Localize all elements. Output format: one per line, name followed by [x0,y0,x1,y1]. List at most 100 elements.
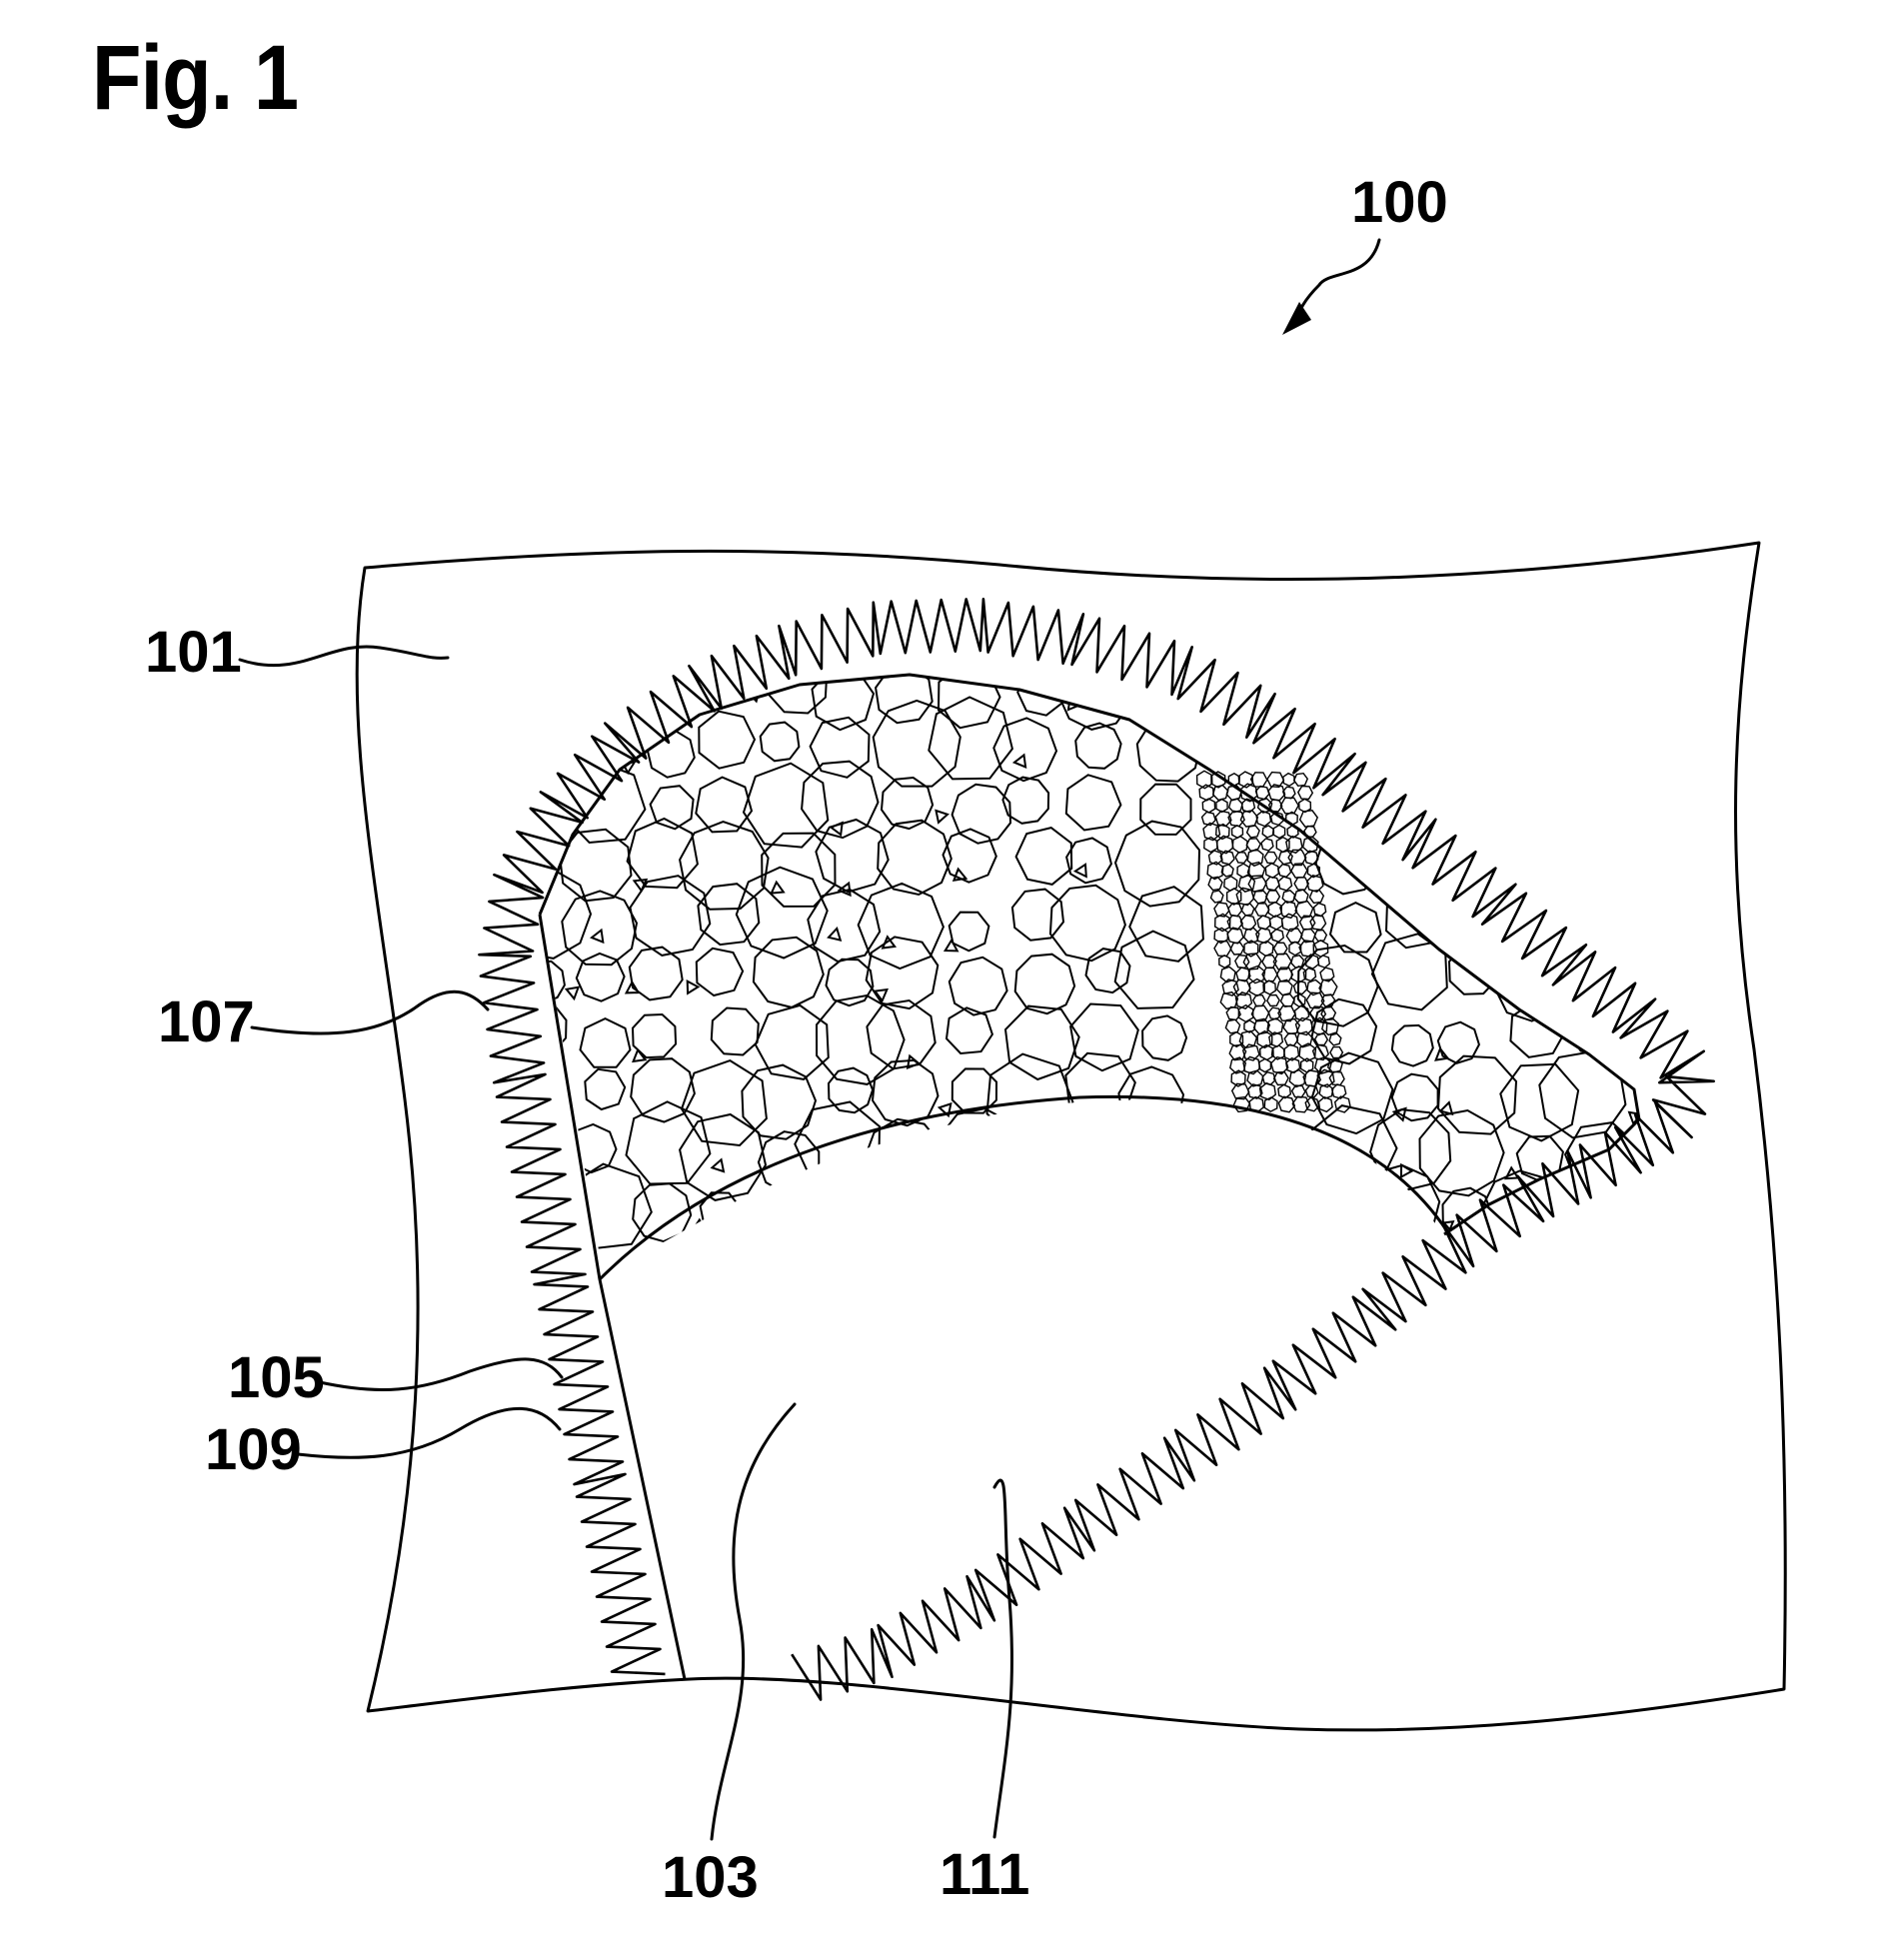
pore-cell [566,1162,653,1250]
fine-pore-cell [1247,875,1267,893]
pore-cell-small [1442,817,1457,833]
pore-cell-small [691,1217,707,1232]
pore-cell [540,1163,585,1245]
fine-pore-cell [1229,942,1245,956]
pore-cell [1314,830,1379,896]
pore-cell [769,1190,815,1236]
pore-cell [948,911,990,953]
fine-pore-cell [1220,864,1234,878]
fine-pore-cell [1272,942,1288,956]
fine-pore-cell [1207,876,1223,892]
pore-cell [1055,1111,1140,1197]
fine-pore-cell [1284,811,1298,827]
pore-cell [1429,714,1507,792]
fine-pore-cell [1321,1016,1340,1036]
lead-111 [992,1478,1013,1839]
fine-pore-cell [1309,1005,1327,1021]
pore-cell [754,1003,830,1080]
pore-cell [561,890,639,967]
fine-pore-cell [1285,1056,1301,1074]
pore-cell [880,776,935,831]
fine-pore-cell [1283,1032,1299,1046]
pore-cell [1065,837,1112,885]
fine-pore-cell [1320,993,1336,1007]
fine-pore-cell [1270,1044,1286,1060]
fine-pore-cell [1292,992,1306,1008]
pore-cell [951,783,1012,845]
fine-pore-cell [1304,954,1320,970]
pore-cell [1482,823,1560,902]
fine-pore-cell [1280,913,1299,933]
fine-pore-cell [1272,1070,1289,1086]
fine-pore-cell [1277,876,1293,892]
fine-pore-cell [1333,1095,1351,1113]
fine-pore-cell [1305,875,1324,893]
fine-pore-cell [1272,824,1286,840]
fine-cell-band [1195,770,1351,1113]
fine-pore-cell [1297,798,1312,814]
fine-pore-cell [1267,901,1283,919]
pore-cell [811,675,876,732]
pore-cell [872,699,961,788]
pore-cell-small [1011,753,1027,769]
fine-pore-cell [1294,900,1314,920]
pore-cell [1128,886,1204,963]
pore-cell [1305,675,1397,741]
pore-cell [752,936,825,1008]
fine-pore-cell [1281,890,1296,904]
fine-pore-cell [1306,863,1321,879]
fine-pore-cell [1311,1043,1329,1061]
pore-cell [584,1067,627,1111]
pore-cell [1064,774,1122,832]
pore-cell-small [686,979,701,995]
pore-cell [1369,1108,1452,1191]
pore-cell [1552,876,1635,960]
fine-pore-cell [1226,915,1244,931]
pore-cell [1571,675,1620,713]
pore-cell [679,821,770,911]
fine-pore-cell [1302,967,1317,982]
fine-pore-cell [1246,848,1264,868]
pore-cell-small [1549,819,1564,836]
fine-pore-cell [1214,823,1230,841]
fine-pore-cell [1277,850,1293,866]
pore-cell [1064,1051,1136,1124]
fine-pore-cell [1237,1003,1254,1023]
fine-pore-cell [1268,915,1283,931]
pore-cell-small [827,927,843,942]
fine-pore-cell [1234,991,1253,1009]
pore-cell [695,947,745,997]
fine-pore-cell [1303,850,1319,866]
zigzag-seam-outer [478,598,1715,1701]
assembly-arrow-lead [1292,238,1381,327]
pore-cell [1001,776,1050,825]
pore-cell [948,956,1008,1016]
pore-cell [634,675,701,714]
fine-pore-cell [1228,1043,1247,1061]
pore-cell-small [873,987,889,1003]
pore-cell [1494,951,1565,1022]
pore-cell [871,1058,940,1127]
fine-pore-cell [1255,927,1272,945]
fine-pore-cell [1240,798,1256,814]
pore-cell-small [1434,1046,1450,1061]
pore-cell [985,1117,1063,1197]
fine-pore-cell [1319,967,1335,982]
pore-cell [1436,1054,1518,1135]
pore-cell-small [887,1158,901,1175]
fine-pore-cell [1292,979,1308,995]
pore-cell [1069,1002,1139,1072]
fine-pore-cell [1235,967,1251,982]
pore-cell [1074,722,1122,770]
pore-cell-small [943,938,959,953]
opening-upper-edge [598,1094,1449,1281]
pore-cell [646,729,696,779]
fine-pore-cell [1227,902,1243,918]
fine-pore-cell [1225,784,1242,802]
pore-cell [1141,1014,1188,1061]
fine-pore-cell [1224,1018,1241,1034]
fine-pore-cell [1223,875,1238,893]
fine-pore-cell [1279,797,1300,815]
fine-pore-cell [1299,1057,1314,1073]
